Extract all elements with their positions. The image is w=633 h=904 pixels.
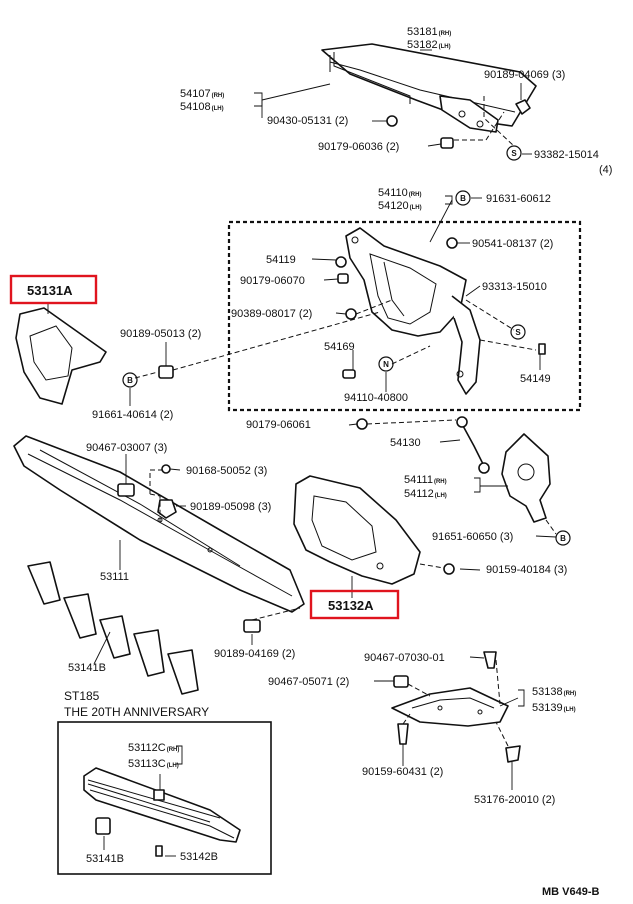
diagram-code: MB V649-B [542,886,600,898]
label-90179-06070: 90179-06070 [240,275,305,287]
label-90430-05131: 90430-05131 (2) [267,115,348,127]
label-53139: 53139(LH) [532,702,576,714]
highlight-53132A [309,589,400,620]
label-53141B-top: 53141B [68,662,106,674]
bracket-53132A-fasteners [443,530,571,575]
fastener-drawings-top [386,99,531,161]
label-53176-20010: 53176-20010 (2) [474,794,555,806]
label-93382-15014: 93382-15014 [534,149,599,161]
housing-fasteners [335,190,546,379]
label-53138: 53138(RH) [532,686,576,698]
label-54130: 54130 [390,437,421,449]
symbol-s-2: S [515,328,521,337]
label-53181: 53181(RH) [407,26,451,38]
label-90467-05071: 90467-05071 (2) [268,676,349,688]
label-90179-06061: 90179-06061 [246,419,311,431]
label-53113C: 53113C(LH) [128,758,179,770]
label-90159-40184: 90159-40184 (3) [486,564,567,576]
label-54110: 54110(RH) [378,187,421,199]
label-90168-50052: 90168-50052 (3) [186,465,267,477]
highlight-53131A [9,274,98,305]
symbol-b-3: B [560,534,566,543]
grille-slats-drawing [27,561,199,695]
headlamp-housing-drawing [345,227,481,395]
label-94110-40800: 94110-40800 [344,392,408,404]
label-54119: 54119 [266,254,296,266]
under-cover-drawing [391,687,509,727]
label-90189-04169: 90189-04169 (2) [214,648,295,660]
symbol-n: N [383,360,389,369]
label-91651-60650: 91651-60650 (3) [432,531,513,543]
label-53132A: 53132A [328,598,374,613]
label-91661-40614: 91661-40614 (2) [92,409,173,421]
symbol-b-1: B [460,194,466,203]
part-labels: 53181(RH) 53182(LH) 54107(RH) 54108(LH) … [27,26,612,898]
grille-support-fasteners [117,464,261,633]
anniversary-grille-box [57,721,272,875]
label-53141B-bottom: 53141B [86,853,124,865]
label-93382-qty: (4) [599,164,612,176]
label-54120: 54120(LH) [378,200,422,212]
bracket-53131A-drawing [15,307,107,405]
label-54149: 54149 [520,373,551,385]
label-90467-03007: 90467-03007 (3) [86,442,167,454]
label-90189-05013: 90189-05013 (2) [120,328,201,340]
label-53142B: 53142B [180,851,218,863]
label-90189-05098: 90189-05098 (3) [190,501,271,513]
label-90189-04069: 90189-04069 (3) [484,69,565,81]
label-90179-06036: 90179-06036 (2) [318,141,399,153]
label-90159-60431: 90159-60431 (2) [362,766,443,778]
label-54107: 54107(RH) [180,88,224,100]
under-cover-fasteners [393,651,521,763]
bracket-54111-drawing [501,433,551,523]
caption-edition: THE 20TH ANNIVERSARY [64,705,209,719]
symbol-s-1: S [511,149,517,158]
label-53112C: 53112C(RH) [128,742,179,754]
label-90389-08017: 90389-08017 (2) [231,308,312,320]
label-54112: 54112(LH) [404,488,447,500]
label-53131A: 53131A [27,283,73,298]
caption-model: ST185 [64,689,100,703]
label-54169: 54169 [324,341,355,353]
bracket-53132A-drawing [293,475,421,585]
stay-54130-drawing [356,416,490,474]
label-54111: 54111(RH) [404,474,447,486]
label-90467-07030-01: 90467-07030-01 [364,652,445,664]
anniversary-grille-drawing [83,767,241,857]
label-93313-15010: 93313-15010 [482,281,547,293]
assembly-group-box [227,220,582,412]
hood-lock-cover-drawing [321,43,537,133]
label-53111: 53111 [100,571,129,583]
label-91631-60612: 91631-60612 [486,193,551,205]
symbol-b-2: B [127,376,133,385]
label-54108: 54108(LH) [180,101,224,113]
grille-support-53111-drawing [13,435,305,613]
label-53182: 53182(LH) [407,39,451,51]
label-90541-08137: 90541-08137 (2) [472,238,553,250]
leader-lines [47,49,557,857]
